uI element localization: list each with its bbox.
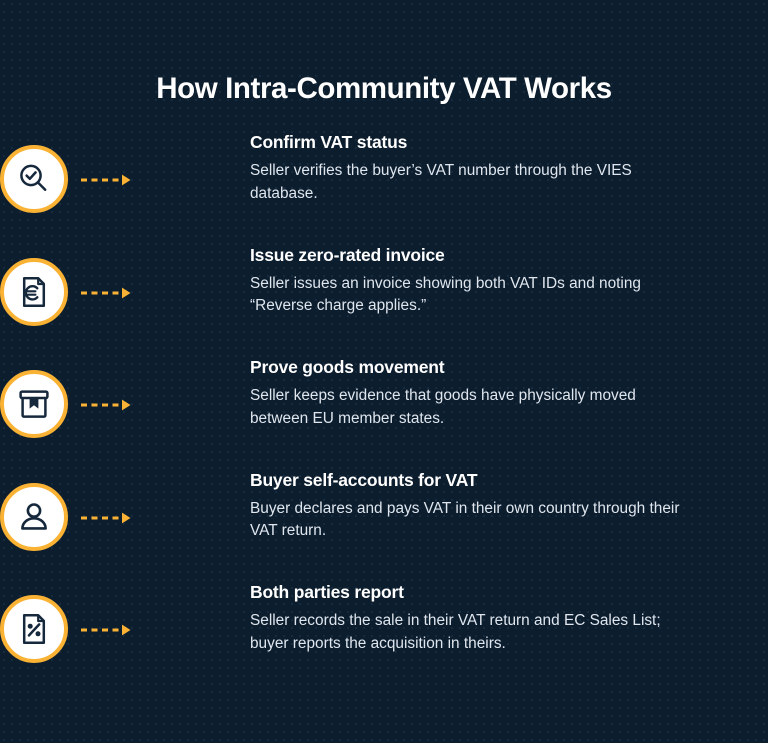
step-icon-badge bbox=[0, 145, 68, 213]
dashed-arrow-right-icon bbox=[81, 174, 131, 186]
step-description: Buyer declares and pays VAT in their own… bbox=[250, 499, 680, 540]
step-description: Seller issues an invoice showing both VA… bbox=[250, 274, 641, 315]
step-text-block: Confirm VAT status Seller verifies the b… bbox=[250, 132, 690, 205]
person-icon bbox=[15, 498, 53, 536]
package-box-icon bbox=[15, 385, 53, 423]
step-title: Confirm VAT status bbox=[250, 132, 408, 152]
step-icon-badge bbox=[0, 257, 68, 326]
step-text-block: Prove goods movement Seller keeps eviden… bbox=[250, 357, 690, 430]
document-percent-icon bbox=[15, 610, 53, 648]
step-title: Issue zero-rated invoice bbox=[250, 244, 445, 265]
magnifier-check-icon bbox=[15, 160, 53, 198]
step-title: Prove goods movement bbox=[250, 357, 445, 377]
steps-list: Confirm VAT status Seller verifies the b… bbox=[0, 132, 768, 695]
dashed-arrow-right-icon bbox=[81, 624, 131, 636]
step-item: Prove goods movement Seller keeps eviden… bbox=[0, 357, 768, 470]
step-description: Seller verifies the buyer’s VAT number t… bbox=[250, 162, 632, 202]
step-icon-badge bbox=[0, 482, 68, 551]
step-item: Both parties report Seller records the s… bbox=[0, 582, 768, 695]
step-icon-badge bbox=[0, 370, 68, 438]
dashed-arrow-right-icon bbox=[81, 512, 131, 523]
step-icon-badge bbox=[0, 595, 68, 663]
step-item: Confirm VAT status Seller verifies the b… bbox=[0, 132, 768, 245]
page-title: How Intra-Community VAT Works bbox=[156, 71, 612, 105]
dashed-arrow-right-icon bbox=[81, 287, 131, 298]
step-text-block: Issue zero-rated invoice Seller issues a… bbox=[250, 245, 690, 318]
step-description: Seller records the sale in their VAT ret… bbox=[250, 612, 661, 652]
step-title: Buyer self-accounts for VAT bbox=[250, 469, 478, 490]
step-description: Seller keeps evidence that goods have ph… bbox=[250, 387, 636, 427]
step-text-block: Both parties report Seller records the s… bbox=[250, 582, 690, 655]
step-text-block: Buyer self-accounts for VAT Buyer declar… bbox=[250, 470, 690, 543]
document-euro-icon bbox=[15, 273, 53, 311]
step-item: Buyer self-accounts for VAT Buyer declar… bbox=[0, 470, 768, 583]
dashed-arrow-right-icon bbox=[81, 399, 131, 411]
step-item: Issue zero-rated invoice Seller issues a… bbox=[0, 245, 768, 358]
step-title: Both parties report bbox=[250, 582, 404, 602]
